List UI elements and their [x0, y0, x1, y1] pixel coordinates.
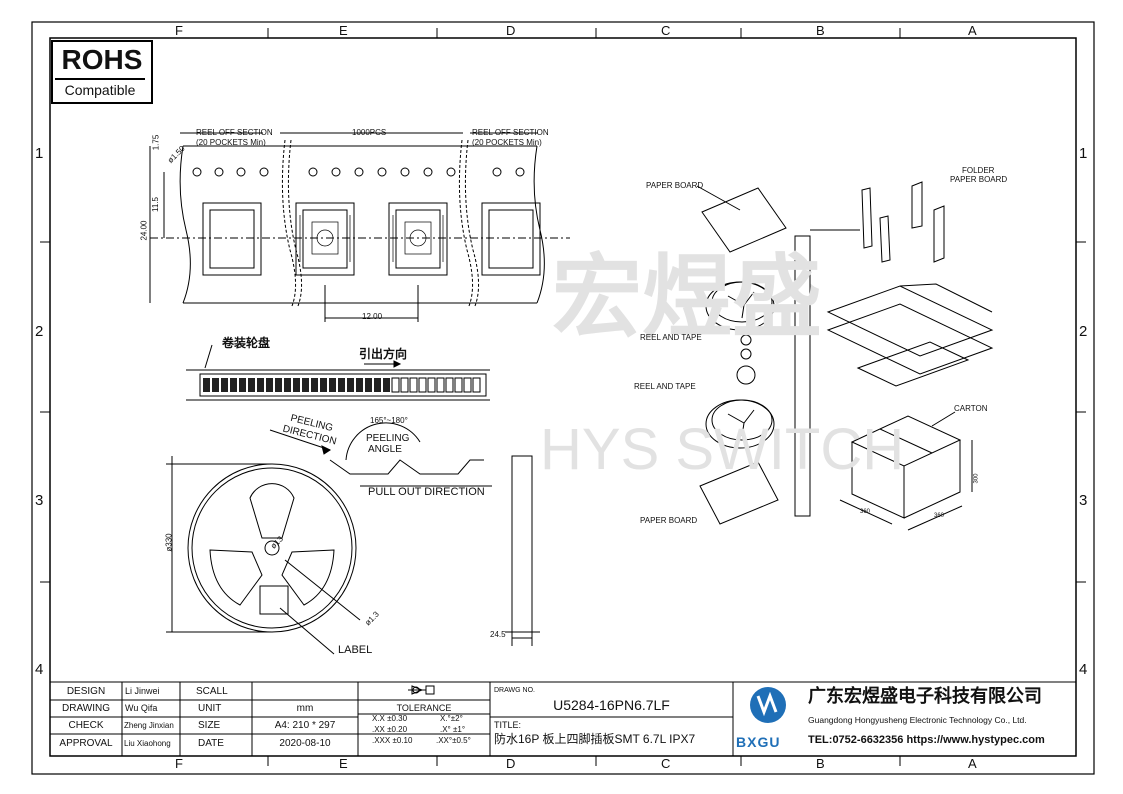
dim-11-5: 11.5: [150, 197, 160, 212]
zone-col-bottom-3: D: [506, 756, 516, 771]
tb-size-value: A4: 210 * 297: [274, 720, 336, 731]
zone-col-top-2: E: [339, 23, 348, 38]
tb-check-name: Zheng Jinxian: [124, 721, 174, 730]
zone-col-top-6: A: [968, 23, 977, 38]
tape-strip-drawing: [186, 344, 490, 401]
tb-unit-value: mm: [296, 703, 314, 714]
reel-label-cn: 卷装轮盘: [222, 336, 271, 350]
folder-label-1: FOLDER: [962, 166, 995, 175]
pull-out-direction: PULL OUT DIRECTION: [368, 486, 485, 498]
zone-row-left-3: 3: [35, 492, 44, 509]
rohs-subtitle: Compatible: [55, 78, 145, 100]
company-name-en: Guangdong Hongyusheng Electronic Technol…: [808, 715, 1027, 725]
label-callout: LABEL: [338, 644, 373, 656]
tb-tol-1-1: .X° ±1°: [440, 725, 466, 734]
packaging-drawing: [696, 181, 994, 531]
watermark-english: HYS SWITCH: [540, 417, 905, 482]
tb-tol-2-0: .XXX ±0.10: [372, 736, 413, 745]
folder-label-2: PAPER BOARD: [950, 175, 1008, 184]
company-name-cn: 广东宏煜盛电子科技有限公司: [808, 686, 1042, 706]
tb-design-label: DESIGN: [66, 686, 106, 697]
zone-col-top-1: F: [175, 23, 183, 38]
company-contact: TEL:0752-6632356 https://www.hystypec.co…: [808, 734, 1045, 746]
reel-off-right-label: REEL OFF SECTION: [472, 128, 549, 137]
tb-tol-0-1: X.°±2°: [440, 714, 463, 723]
zone-row-right-1: 1: [1079, 145, 1088, 162]
tb-check-label: CHECK: [68, 720, 104, 731]
zone-col-bottom-5: B: [816, 756, 825, 771]
tolerance-symbol-icon: [408, 685, 435, 695]
tb-tolerance-title: TOLERANCE: [396, 703, 452, 713]
zone-col-top-3: D: [506, 23, 516, 38]
zone-row-right-4: 4: [1079, 661, 1088, 678]
tb-drawing-no-label: DRAWG NO.: [494, 687, 535, 694]
carrier-tape-drawing: [149, 132, 570, 322]
zone-row-left-2: 2: [35, 323, 44, 340]
dim-pitch: 12.00: [362, 312, 383, 321]
tb-drawing-label: DRAWING: [62, 703, 110, 714]
peeling-angle-1: PEELING: [366, 433, 410, 444]
zone-col-bottom-1: F: [175, 756, 183, 771]
reel-off-left-sub: (20 POCKETS Min): [196, 138, 266, 147]
company-logo-icon: [750, 687, 786, 723]
zone-row-right-2: 2: [1079, 323, 1088, 340]
tb-date-label: DATE: [198, 738, 224, 749]
zone-col-bottom-4: C: [661, 756, 671, 771]
rohs-title: ROHS: [61, 44, 143, 75]
tb-size-label: SIZE: [198, 720, 221, 731]
tb-unit-label: UNIT: [198, 703, 222, 714]
direction-label-cn: 引出方向: [359, 347, 408, 361]
reel-off-right-sub: (20 POCKETS Min): [472, 138, 542, 147]
carton-height: 300: [973, 473, 980, 484]
rohs-badge: ROHS Compatible: [51, 40, 153, 104]
tb-design-name: Li Jinwei: [125, 686, 160, 696]
tb-date-value: 2020-08-10: [279, 738, 331, 749]
peeling-angle-2: ANGLE: [368, 444, 402, 455]
reel-off-left-label: REEL OFF SECTION: [196, 128, 273, 137]
carton-width: 360: [860, 509, 871, 515]
dim-diameter: ø330: [164, 533, 174, 552]
tb-approval-label: APPROVAL: [59, 738, 113, 749]
carton-label: CARTON: [954, 404, 988, 413]
zone-col-top-5: B: [816, 23, 825, 38]
title-block-grid: [50, 681, 1076, 756]
tb-scall-label: SCALL: [196, 686, 228, 697]
tb-title: 防水16P 板上四脚插板SMT 6.7L IPX7: [494, 732, 696, 746]
dim-1-75: 1.75: [151, 134, 161, 151]
reel-and-tape-label-1: REEL AND TAPE: [640, 333, 702, 342]
tape-strip-pockets: [203, 377, 481, 393]
tb-approval-name: Liu Xiaohong: [124, 739, 171, 748]
zone-col-top-4: C: [661, 23, 671, 38]
zone-col-bottom-6: A: [968, 756, 977, 771]
zone-row-right-3: 3: [1079, 492, 1088, 509]
count-label: 1000PCS: [352, 128, 387, 137]
zone-row-left-4: 4: [35, 661, 44, 678]
paper-board-bottom-label: PAPER BOARD: [640, 516, 698, 525]
tb-tol-2-1: .XX°±0.5°: [436, 736, 471, 745]
watermark-chinese: 宏煜盛: [552, 248, 822, 348]
reel-drawing: [166, 422, 540, 655]
paper-board-top-label: PAPER BOARD: [646, 181, 704, 190]
angle-range: 165°~180°: [370, 416, 408, 425]
dim-24-00: 24.00: [139, 220, 149, 241]
dim-width: 24.5: [490, 630, 506, 639]
zone-col-bottom-2: E: [339, 756, 348, 771]
company-logo-text: BXGU: [736, 734, 781, 750]
tb-drawing-name: Wu Qifa: [125, 703, 158, 713]
zone-row-left-1: 1: [35, 145, 44, 162]
tb-tol-0-0: X.X ±0.30: [372, 714, 408, 723]
tb-title-label: TITLE:: [494, 720, 522, 730]
reel-and-tape-label-2: REEL AND TAPE: [634, 382, 696, 391]
carton-depth: 360: [934, 513, 945, 519]
tb-drawing-no: U5284-16PN6.7LF: [553, 697, 670, 713]
tb-tol-1-0: .XX ±0.20: [372, 725, 408, 734]
